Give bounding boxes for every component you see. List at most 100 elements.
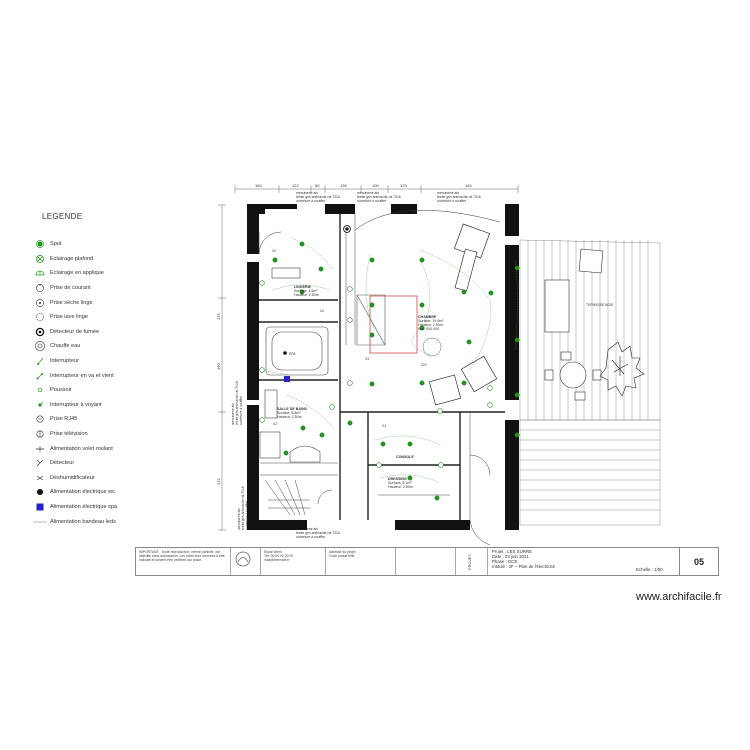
wiring-paths — [259, 237, 518, 483]
legend-item: Eclairage en applique — [30, 266, 220, 281]
left-dimension-line — [218, 204, 226, 531]
spot-icon — [419, 302, 425, 308]
spot-icon — [419, 257, 425, 263]
window-note-bottom: menuiserie alu teinte gris anthracite ra… — [296, 527, 340, 539]
outdoor-chair — [560, 351, 572, 361]
note-line: ouverture à soufflet — [357, 199, 386, 203]
room-name: CHAMBRE — [418, 315, 437, 319]
legend-item: Eclairage plafond — [30, 252, 220, 267]
socket-icon — [487, 402, 493, 408]
spot-icon — [488, 290, 494, 296]
spot-icon — [514, 337, 520, 343]
legend-label: Interrupteur à voyant — [50, 401, 102, 408]
doors — [258, 210, 501, 546]
legend-item: Déshumidificateur — [30, 471, 220, 486]
legend-label: Interrupteur en va et vient — [50, 372, 114, 379]
legend-label: Prise RJ45 — [50, 416, 78, 423]
outdoor-chair — [544, 369, 554, 381]
room-detail: Surface: 19.9m² — [418, 319, 444, 323]
project-name: Projet : LES SURRE — [492, 549, 533, 554]
watermark: www.archifacile.fr — [636, 591, 722, 603]
legend-item: Détecteur de fumée — [30, 325, 220, 340]
legend-item: Interrupteur en va et vient — [30, 368, 220, 383]
office-line: Etude client — [264, 550, 282, 554]
water-heater-icon — [30, 340, 50, 352]
note-line: menuiserie alu — [357, 191, 379, 195]
spa-power-icon — [284, 376, 290, 382]
scale-label: Echelle : 1/50 — [636, 567, 663, 572]
smoke-detectors — [343, 225, 351, 233]
legend-item: Interrupteur — [30, 354, 220, 369]
legend-item: Interrupteur à voyant — [30, 398, 220, 413]
legend-item: Alimentation volet roulant — [30, 441, 220, 456]
note-line: menuiserie alu — [296, 191, 318, 195]
note-line: menuiserie alu — [437, 191, 459, 195]
spot-icon — [407, 441, 413, 447]
room-detail: Hauteur: 2.50m — [388, 485, 413, 489]
dim-label: 100 — [372, 183, 379, 188]
project-title: Intitulé : 2F – Plan de l'électricité — [492, 564, 556, 569]
note-line: menuiserie alu — [237, 508, 241, 530]
note-line: ouverture à soufflet — [296, 199, 325, 203]
note-line: ouverture à soufflet — [296, 535, 325, 539]
legend-label: Déshumidificateur — [50, 474, 95, 481]
terrace-lower-deck — [519, 419, 661, 526]
socket-icon — [347, 286, 353, 292]
office-info: Etude client Tél: 00 00 00 00 00 mail@ex… — [261, 548, 326, 575]
note-line: teinte gris anthracite ral 7016 — [296, 531, 340, 535]
spot-icon — [369, 302, 375, 308]
spot-icon — [514, 392, 520, 398]
legend-item: Poussoir — [30, 383, 220, 398]
led-strip-icon — [30, 517, 50, 527]
legend-item: Spot — [30, 237, 220, 252]
dim-label: 164 — [255, 183, 262, 188]
top-dimension-line — [234, 185, 519, 193]
legend-label: Détecteur de fumée — [50, 328, 100, 335]
socket-icon — [259, 417, 265, 423]
sun-lounger — [544, 279, 570, 333]
wash-basin — [259, 431, 281, 459]
top-dimension-labels: 164 122 50 139 100 123 164 — [255, 183, 472, 188]
sockets — [259, 280, 493, 468]
spa-power-icon — [30, 502, 50, 512]
rj45-icon — [30, 414, 50, 424]
socket-icon — [30, 283, 50, 293]
project-info: Projet : LES SURRE Date : 03 juin 2021 P… — [488, 548, 678, 575]
room-detail: Mur: 000 000 — [418, 327, 439, 331]
legend-item: Prise sèche linge — [30, 295, 220, 310]
room-detail: Surface: 5.1m² — [388, 481, 412, 485]
legend-label: Poussoir — [50, 387, 72, 394]
dim-label: 123 — [400, 183, 407, 188]
room-label-laundry: LINGERIE Surface: 4.5m² Hauteur: 2.50m — [294, 285, 319, 297]
washer-socket-icon — [30, 312, 50, 322]
room-label-bathroom: SALLE DE BAINS Surface: 6.8m² Hauteur: 2… — [277, 407, 308, 419]
legend-label: Spot — [50, 241, 62, 248]
legend-label: Eclairage en applique — [50, 270, 104, 277]
indicator-switch-icon — [30, 400, 50, 410]
room-detail: Hauteur: 2.50m — [277, 415, 302, 419]
spot-icon — [514, 265, 520, 271]
legend-item: Prise lave linge — [30, 310, 220, 325]
left-dimension-labels: 175 190 172 — [216, 313, 221, 485]
detector-icon — [30, 458, 50, 468]
disclaimer: IMPORTANT : Toute reproduction, même par… — [136, 548, 231, 575]
spot-icon — [380, 441, 386, 447]
dehumidifier-icon — [30, 473, 50, 483]
phase-label: PROJET — [467, 554, 472, 570]
note-line: menuiserie alu — [296, 527, 318, 531]
spot-icon — [299, 289, 305, 295]
note-line: ouverture à soufflet — [239, 396, 243, 425]
dryer-socket-icon — [30, 298, 50, 308]
push-button-icon — [30, 385, 50, 395]
side-note-left: menuiserie alu teinte gris anthracite ra… — [231, 381, 243, 425]
legend-label: Interrupteur — [50, 358, 79, 365]
note-line: teinte gris anthracite ral 7016 — [296, 195, 340, 199]
wc-power-icon — [30, 487, 50, 497]
room-label-bedroom: CHAMBRE Surface: 19.9m² Hauteur: 2.50m M… — [418, 315, 444, 331]
legend-title: LEGENDE — [42, 212, 83, 221]
legend-item: Détecteur — [30, 456, 220, 471]
spot-icon — [369, 332, 375, 338]
socket-icon — [437, 408, 443, 414]
socket-icon — [438, 462, 444, 468]
spot-icon — [319, 432, 325, 438]
